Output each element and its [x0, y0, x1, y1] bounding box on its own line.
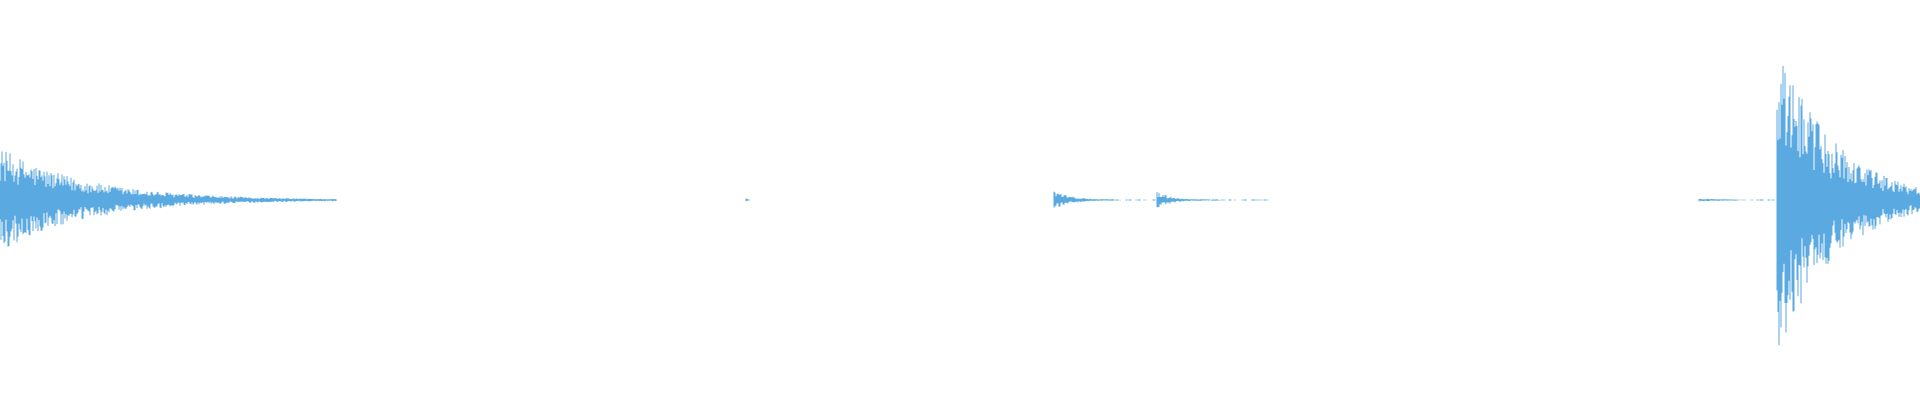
- waveform-path-hit-1: [0, 151, 337, 247]
- waveform-event-hit-4: [1776, 65, 1920, 346]
- waveform-event-hit-2: [1053, 191, 1158, 208]
- waveform-events: [0, 65, 1920, 346]
- waveform-event-pre-hit-4: [1698, 198, 1778, 202]
- waveform-path-pre-hit-4: [1698, 198, 1778, 202]
- waveform-event-hit-1: [0, 151, 337, 247]
- waveform-path-tick-1: [745, 198, 750, 202]
- waveform-path-hit-4: [1776, 65, 1920, 346]
- waveform-path-hit-3: [1156, 192, 1269, 208]
- waveform-path-hit-2: [1053, 191, 1158, 208]
- waveform-event-tick-1: [745, 198, 750, 202]
- waveform-event-hit-3: [1156, 192, 1269, 208]
